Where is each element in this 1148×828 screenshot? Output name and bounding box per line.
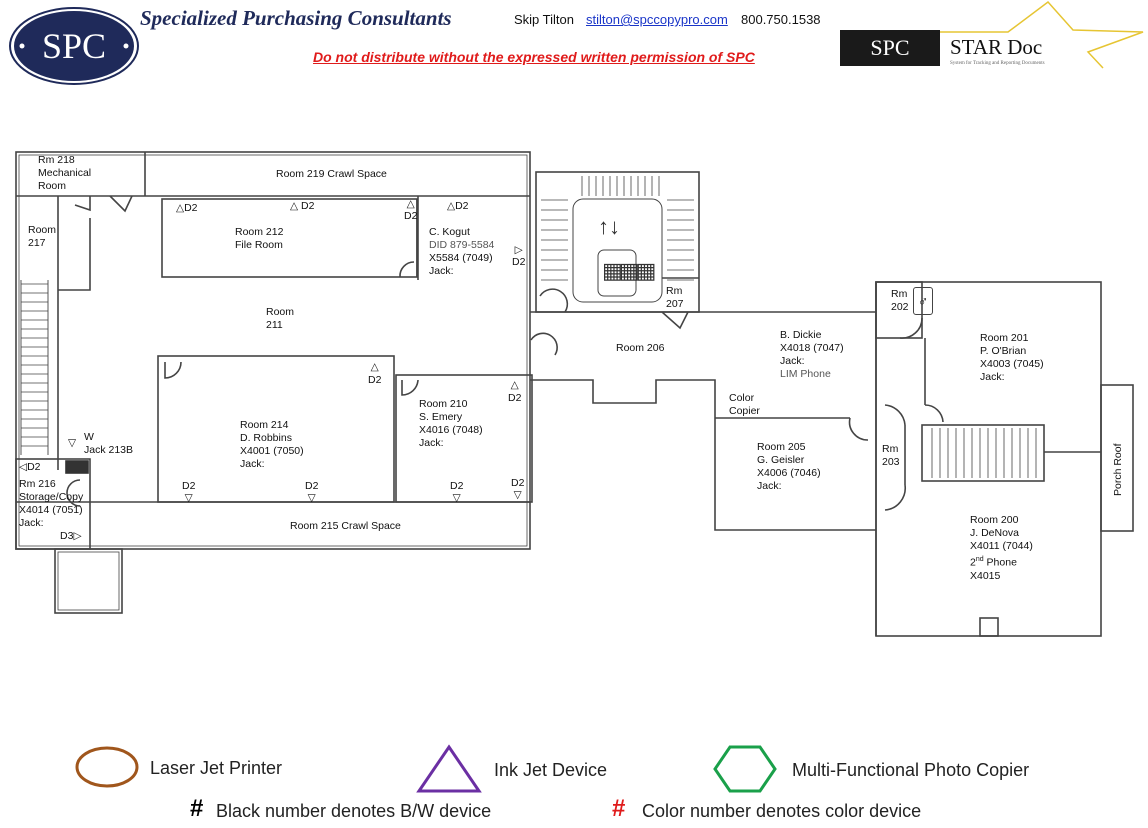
stardoc-brand: SPC xyxy=(870,35,909,60)
color-hash-icon: # xyxy=(612,795,626,822)
device-marker[interactable]: △D2 xyxy=(508,379,522,404)
elevator-people-icon: ▦▦▦ xyxy=(602,258,656,283)
contact-email-link[interactable]: stilton@spccopypro.com xyxy=(586,12,728,27)
stardoc-logo: SPC STAR Doc System for Tracking and Rep… xyxy=(840,0,1144,69)
room-200-label: Room 200 J. DeNova X4011 (7044) 2nd Phon… xyxy=(970,514,1033,582)
contact-phone: 800.750.1538 xyxy=(741,12,821,27)
stair-treads xyxy=(21,176,1037,478)
logo-text: SPC xyxy=(42,26,106,66)
laser-jet-legend-icon xyxy=(75,746,139,788)
device-marker[interactable]: △D2 xyxy=(176,202,198,214)
room-215-label: Room 215 Crawl Space xyxy=(290,520,401,532)
legend-laser-jet: Laser Jet Printer xyxy=(150,758,283,778)
copier-legend-icon xyxy=(713,745,777,793)
restroom-icon: ♂ xyxy=(913,287,933,315)
spc-logo: SPC xyxy=(9,7,139,85)
device-marker[interactable]: D3▷ xyxy=(60,530,82,542)
west-stairs xyxy=(20,280,49,455)
device-marker[interactable]: D2▽ xyxy=(450,480,464,504)
distribution-warning: Do not distribute without the expressed … xyxy=(313,49,755,65)
elevator-arrows-icon: ↑↓ xyxy=(598,214,620,239)
device-marker[interactable]: ▷D2 xyxy=(512,244,526,268)
west-wing-walls xyxy=(15,151,558,614)
porch-roof-label: Porch Roof xyxy=(1112,443,1124,496)
bw-hash-icon: # xyxy=(190,795,204,822)
device-marker[interactable]: △D2 xyxy=(447,200,469,212)
device-marker[interactable]: D2▽ xyxy=(511,477,525,501)
stardoc-tagline: System for Tracking and Reporting Docume… xyxy=(950,61,1045,66)
company-name: Specialized Purchasing Consultants xyxy=(140,6,452,30)
device-marker[interactable]: D2▽ xyxy=(182,480,196,504)
central-core-walls xyxy=(530,171,877,636)
room-206-label: Room 206 xyxy=(616,342,665,354)
stardoc-product: STAR Doc xyxy=(950,35,1042,59)
lim-phone-label: LIM Phone xyxy=(780,368,831,380)
device-marker[interactable]: △D2 xyxy=(404,198,418,222)
east-wing-walls xyxy=(875,281,1134,637)
device-marker[interactable]: D2▽ xyxy=(305,480,319,504)
legend-ink-jet: Ink Jet Device xyxy=(494,760,608,780)
ink-jet-legend-icon xyxy=(416,744,482,793)
device-marker[interactable]: ◁D2 xyxy=(19,461,41,473)
device-marker[interactable]: ▽ xyxy=(68,437,77,449)
legend-bw-note: Black number denotes B/W device xyxy=(216,801,492,821)
legend-copier: Multi-Functional Photo Copier xyxy=(792,760,1030,780)
room-219-label: Room 219 Crawl Space xyxy=(276,168,387,180)
legend-color-note: Color number denotes color device xyxy=(642,801,922,821)
device-marker[interactable]: △ D2 xyxy=(290,200,315,212)
contact-name: Skip Tilton xyxy=(514,12,574,27)
device-marker[interactable]: △D2 xyxy=(368,361,382,386)
